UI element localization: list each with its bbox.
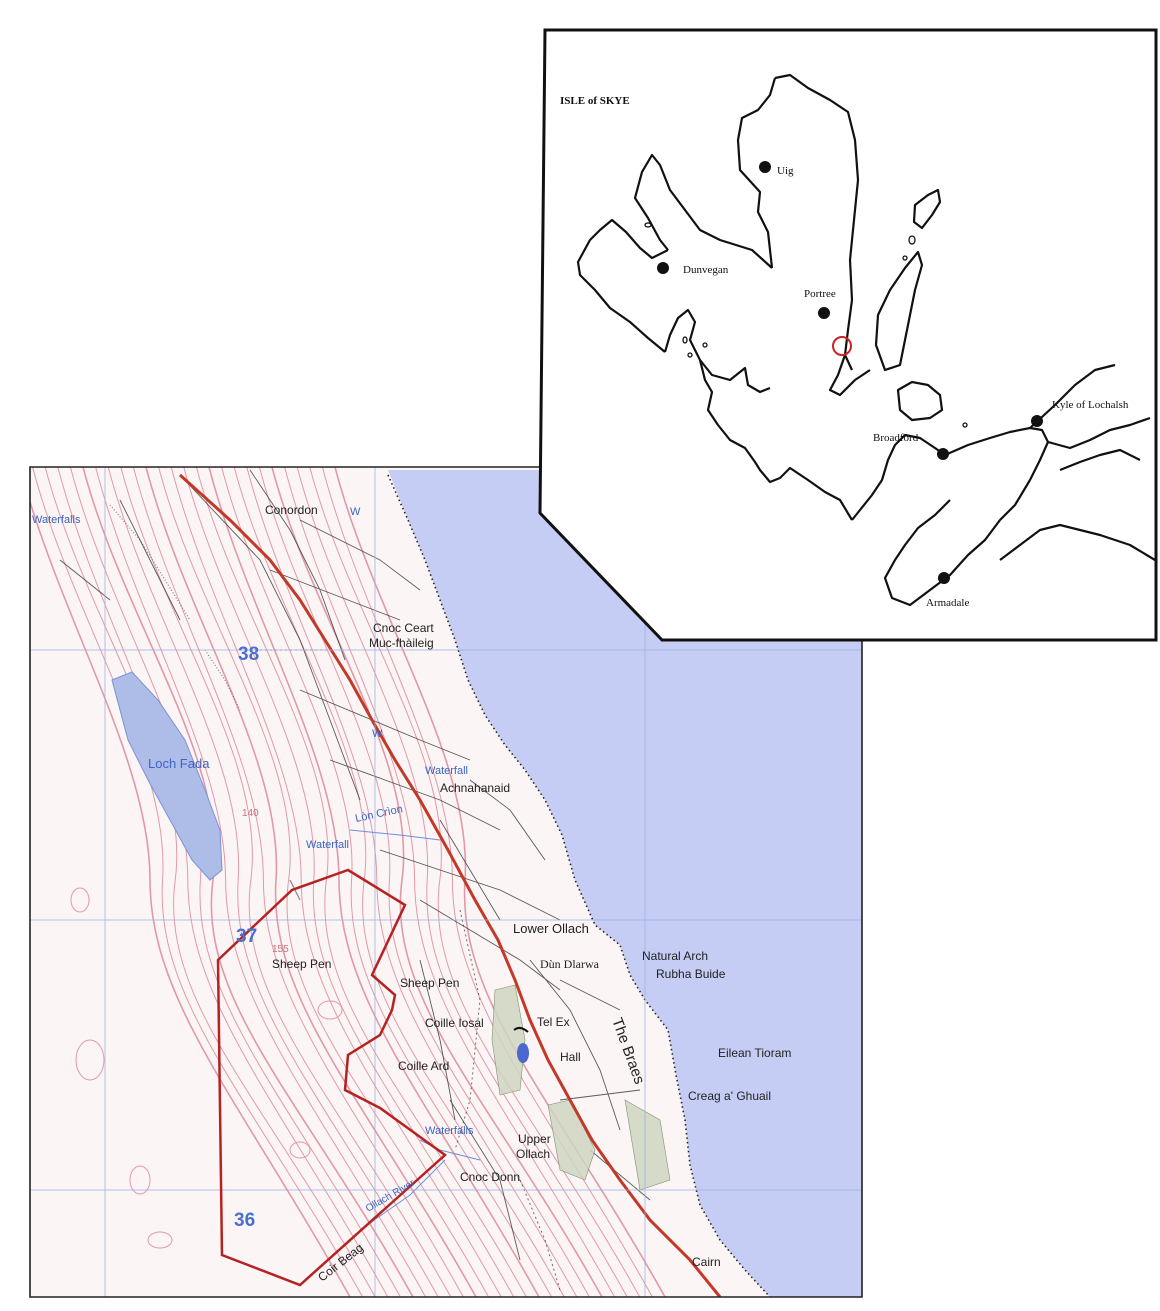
label-upper-ollach-1: Upper bbox=[518, 1132, 551, 1146]
label-eilean-tioram: Eilean Tioram bbox=[718, 1046, 791, 1060]
label-coille-ard: Coille Ard bbox=[398, 1059, 449, 1073]
label-loch-fada: Loch Fada bbox=[148, 756, 210, 771]
town-armadale: Armadale bbox=[926, 572, 969, 609]
main-road bbox=[178, 473, 722, 1297]
study-site-marker bbox=[832, 336, 852, 356]
label-creag-a-ghuail: Creag a' Ghuail bbox=[688, 1089, 771, 1103]
tel-ex-symbol bbox=[513, 1026, 529, 1033]
label-hall: Hall bbox=[560, 1050, 581, 1064]
label-cnoc-ceart: Cnoc Ceart bbox=[373, 621, 434, 635]
spot-height-140: 140 bbox=[242, 808, 259, 819]
label-natural-arch: Natural Arch bbox=[642, 949, 708, 963]
grid-label-38: 38 bbox=[238, 644, 259, 665]
svg-text:Uig: Uig bbox=[777, 165, 794, 177]
inset-title: ISLE of SKYE bbox=[560, 95, 630, 107]
inset-map: ISLE of SKYE bbox=[538, 28, 1158, 642]
label-cnoc-donn: Cnoc Donn bbox=[460, 1170, 520, 1184]
label-sheep-pen-1: Sheep Pen bbox=[272, 957, 331, 971]
sea-area bbox=[388, 470, 862, 1297]
grid-label-36: 36 bbox=[234, 1210, 255, 1231]
town-kyle-of-lochalsh: Kyle of Lochalsh bbox=[1031, 399, 1129, 427]
loch-fada bbox=[111, 671, 223, 881]
town-broadford: Broadford bbox=[873, 432, 949, 460]
town-uig: Uig bbox=[759, 161, 794, 177]
label-coille-iosal: Coille Iosal bbox=[425, 1016, 484, 1030]
study-site-boundary bbox=[216, 868, 447, 1287]
svg-text:Portree: Portree bbox=[804, 288, 836, 300]
label-achnahanaid: Achnahanaid bbox=[440, 781, 510, 795]
town-portree: Portree bbox=[804, 288, 836, 319]
label-waterfalls-1: Waterfalls bbox=[32, 514, 81, 526]
svg-text:Dunvegan: Dunvegan bbox=[683, 264, 729, 276]
svg-text:Kyle of Lochalsh: Kyle of Lochalsh bbox=[1052, 399, 1129, 411]
contour-lines bbox=[30, 467, 666, 1297]
label-well-1: W bbox=[350, 506, 361, 518]
label-rubha-buide: Rubha Buide bbox=[656, 967, 726, 981]
label-lower-ollach: Lower Ollach bbox=[513, 921, 589, 936]
woodland-patches bbox=[491, 984, 671, 1191]
skye-coastline bbox=[576, 73, 1156, 607]
pond bbox=[517, 1043, 529, 1063]
spot-height-155: 155 bbox=[272, 944, 289, 955]
town-dunvegan: Dunvegan bbox=[657, 262, 729, 276]
label-dun-dlarwa: Dùn Dlarwa bbox=[540, 957, 600, 971]
label-muc-fhaileig: Muc-fhàileig bbox=[369, 636, 434, 650]
label-waterfall-1: Waterfall bbox=[425, 765, 468, 777]
svg-text:Armadale: Armadale bbox=[926, 597, 969, 609]
shoreline bbox=[387, 474, 771, 1297]
label-conordon: Conordon bbox=[265, 503, 318, 517]
label-upper-ollach-2: Ollach bbox=[516, 1147, 550, 1161]
label-cairn: Cairn bbox=[692, 1255, 721, 1269]
field-boundaries bbox=[59, 469, 651, 1261]
label-well-2: W bbox=[372, 728, 383, 740]
label-waterfall-2: Waterfall bbox=[306, 839, 349, 851]
label-tel-ex: Tel Ex bbox=[537, 1015, 570, 1029]
label-sheep-pen-2: Sheep Pen bbox=[400, 976, 459, 990]
islets bbox=[644, 222, 968, 428]
svg-text:Broadford: Broadford bbox=[873, 432, 919, 444]
label-waterfalls-2: Waterfalls bbox=[425, 1125, 474, 1137]
grid-lines bbox=[30, 467, 862, 1297]
grid-label-37: 37 bbox=[236, 926, 257, 947]
